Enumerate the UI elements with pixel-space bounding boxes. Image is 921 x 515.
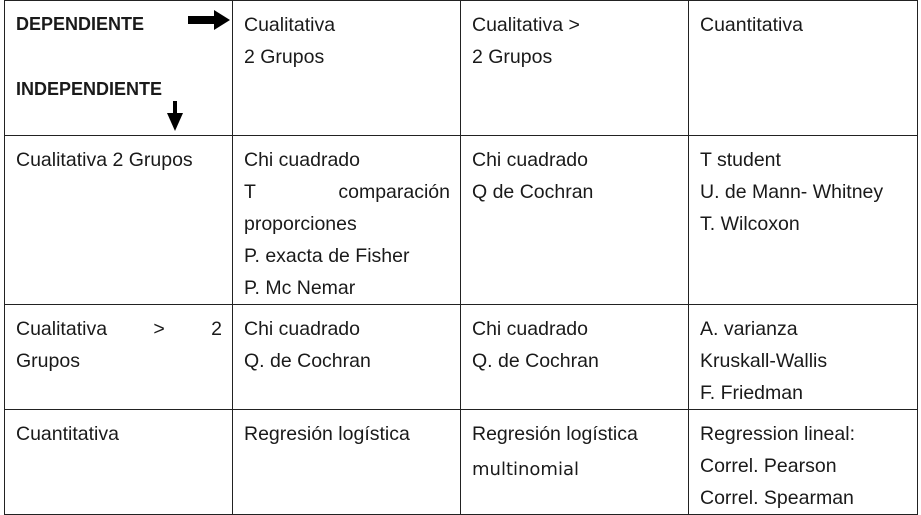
row-label: Cualitativa > 2 Grupos bbox=[4, 304, 233, 410]
cell-text: Cuantitativa bbox=[16, 423, 119, 445]
cell-text: T bbox=[244, 181, 256, 203]
table-cell: Chi cuadrado Q. de Cochran bbox=[232, 304, 461, 410]
cell-text: 2 Grupos bbox=[244, 46, 325, 68]
cell-text: Q. de Cochran bbox=[472, 350, 599, 372]
cell-text: proporciones bbox=[244, 213, 357, 235]
cell-text: P. exacta de Fisher bbox=[244, 245, 410, 267]
table-cell: Chi cuadrado T comparación proporciones … bbox=[232, 135, 461, 305]
arrow-down-icon bbox=[167, 101, 183, 131]
cell-text: U. de Mann- Whitney bbox=[700, 181, 884, 203]
cell-text: Regresión logística bbox=[244, 423, 410, 445]
table-cell: A. varianza Kruskall-Wallis F. Friedman bbox=[688, 304, 918, 410]
header-cualitativa-2: Cualitativa 2 Grupos bbox=[232, 0, 461, 136]
header-cuantitativa: Cuantitativa bbox=[688, 0, 918, 136]
cell-text: Chi cuadrado bbox=[472, 318, 588, 340]
cell-text: Grupos bbox=[16, 350, 80, 372]
arrow-right-icon bbox=[188, 10, 230, 30]
table-cell: T student U. de Mann- Whitney T. Wilcoxo… bbox=[688, 135, 918, 305]
cell-text: > bbox=[153, 318, 165, 340]
cell-text: Cualitativa 2 Grupos bbox=[16, 149, 193, 171]
table-row: Cuantitativa Regresión logística Regresi… bbox=[4, 409, 918, 515]
cell-text: P. Mc Nemar bbox=[244, 277, 356, 299]
cell-text: Correl. Pearson bbox=[700, 455, 837, 477]
corner-cell: DEPENDIENTE INDEPENDIENTE bbox=[4, 0, 233, 136]
cell-text: Q de Cochran bbox=[472, 181, 594, 203]
cell-text: T. Wilcoxon bbox=[700, 213, 800, 235]
cell-text: Cualitativa bbox=[244, 14, 336, 36]
cell-text: Kruskall-Wallis bbox=[700, 350, 828, 372]
cell-text: multinomial bbox=[472, 459, 579, 480]
table-cell: Regresión logística bbox=[232, 409, 461, 515]
cell-text: 2 Grupos bbox=[472, 46, 553, 68]
row-label: Cualitativa 2 Grupos bbox=[4, 135, 233, 305]
statistics-test-table: DEPENDIENTE INDEPENDIENTE Cualitativa 2 … bbox=[4, 0, 918, 515]
dependent-label: DEPENDIENTE bbox=[16, 14, 145, 34]
cell-text: Chi cuadrado bbox=[472, 149, 588, 171]
cell-text: Regression lineal: bbox=[700, 423, 856, 445]
table-row: Cualitativa > 2 Grupos Chi cuadrado Q. d… bbox=[4, 304, 918, 410]
cell-text: Correl. Spearman bbox=[700, 487, 854, 509]
cell-text: Cuantitativa bbox=[700, 14, 803, 36]
cell-text: Chi cuadrado bbox=[244, 149, 360, 171]
table-cell: Chi cuadrado Q de Cochran bbox=[460, 135, 689, 305]
cell-text: Chi cuadrado bbox=[244, 318, 360, 340]
cell-text: Q. de Cochran bbox=[244, 350, 371, 372]
cell-text: 2 bbox=[211, 318, 222, 340]
cell-text: F. Friedman bbox=[700, 382, 803, 404]
table-cell: Chi cuadrado Q. de Cochran bbox=[460, 304, 689, 410]
justified-line: Cualitativa > 2 bbox=[16, 313, 222, 345]
cell-text: Regresión logística bbox=[472, 423, 638, 445]
cell-text: T student bbox=[700, 149, 781, 171]
row-label: Cuantitativa bbox=[4, 409, 233, 515]
cell-text: comparación bbox=[338, 181, 450, 203]
justified-line: T comparación bbox=[244, 176, 450, 208]
table-header-row: DEPENDIENTE INDEPENDIENTE Cualitativa 2 … bbox=[4, 0, 918, 136]
independent-label: INDEPENDIENTE bbox=[16, 79, 163, 99]
header-cualitativa-more-2: Cualitativa > 2 Grupos bbox=[460, 0, 689, 136]
cell-text: A. varianza bbox=[700, 318, 798, 340]
cell-text: Cualitativa > bbox=[472, 14, 580, 36]
cell-text: Cualitativa bbox=[16, 318, 108, 340]
table-cell: Regresión logística multinomial bbox=[460, 409, 689, 515]
table-row: Cualitativa 2 Grupos Chi cuadrado T comp… bbox=[4, 135, 918, 305]
table-cell: Regression lineal: Correl. Pearson Corre… bbox=[688, 409, 918, 515]
